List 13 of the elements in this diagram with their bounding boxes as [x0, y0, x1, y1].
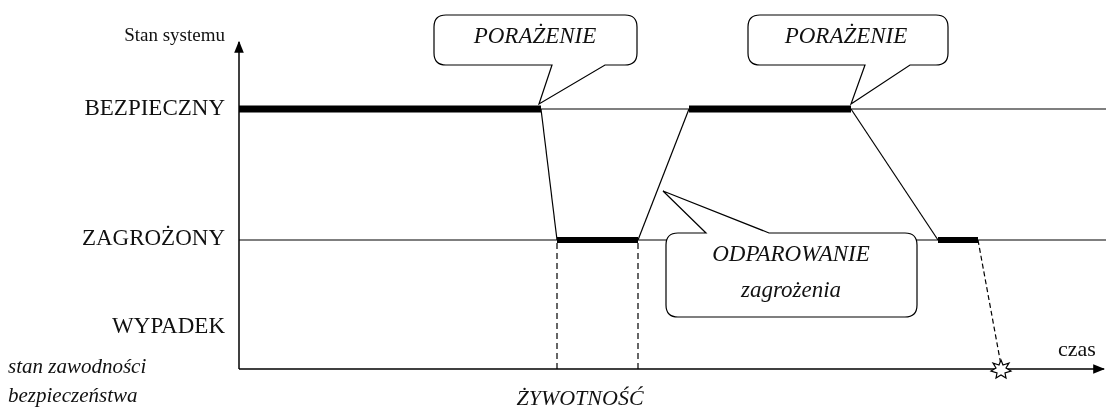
state-label: ZAGROŻONY	[81, 226, 225, 249]
axis-label: Stan systemu	[124, 25, 225, 44]
callout-text: zagrożenia	[740, 278, 842, 301]
state-note: stan zawodności bezpieczeństwa	[8, 353, 148, 410]
callout-text: ODPAROWANIE	[712, 242, 870, 265]
speech-bubble	[744, 12, 952, 108]
axis-label: czas	[1058, 338, 1096, 360]
state-label: BEZPIECZNY	[84, 96, 225, 119]
callout-text: PORAŻENIE	[784, 24, 908, 47]
callout-text: PORAŻENIE	[473, 24, 597, 47]
interval-label: ŻYWOTNOŚĆ	[516, 387, 644, 409]
state-label: WYPADEK	[112, 314, 225, 337]
speech-bubble	[660, 188, 920, 320]
